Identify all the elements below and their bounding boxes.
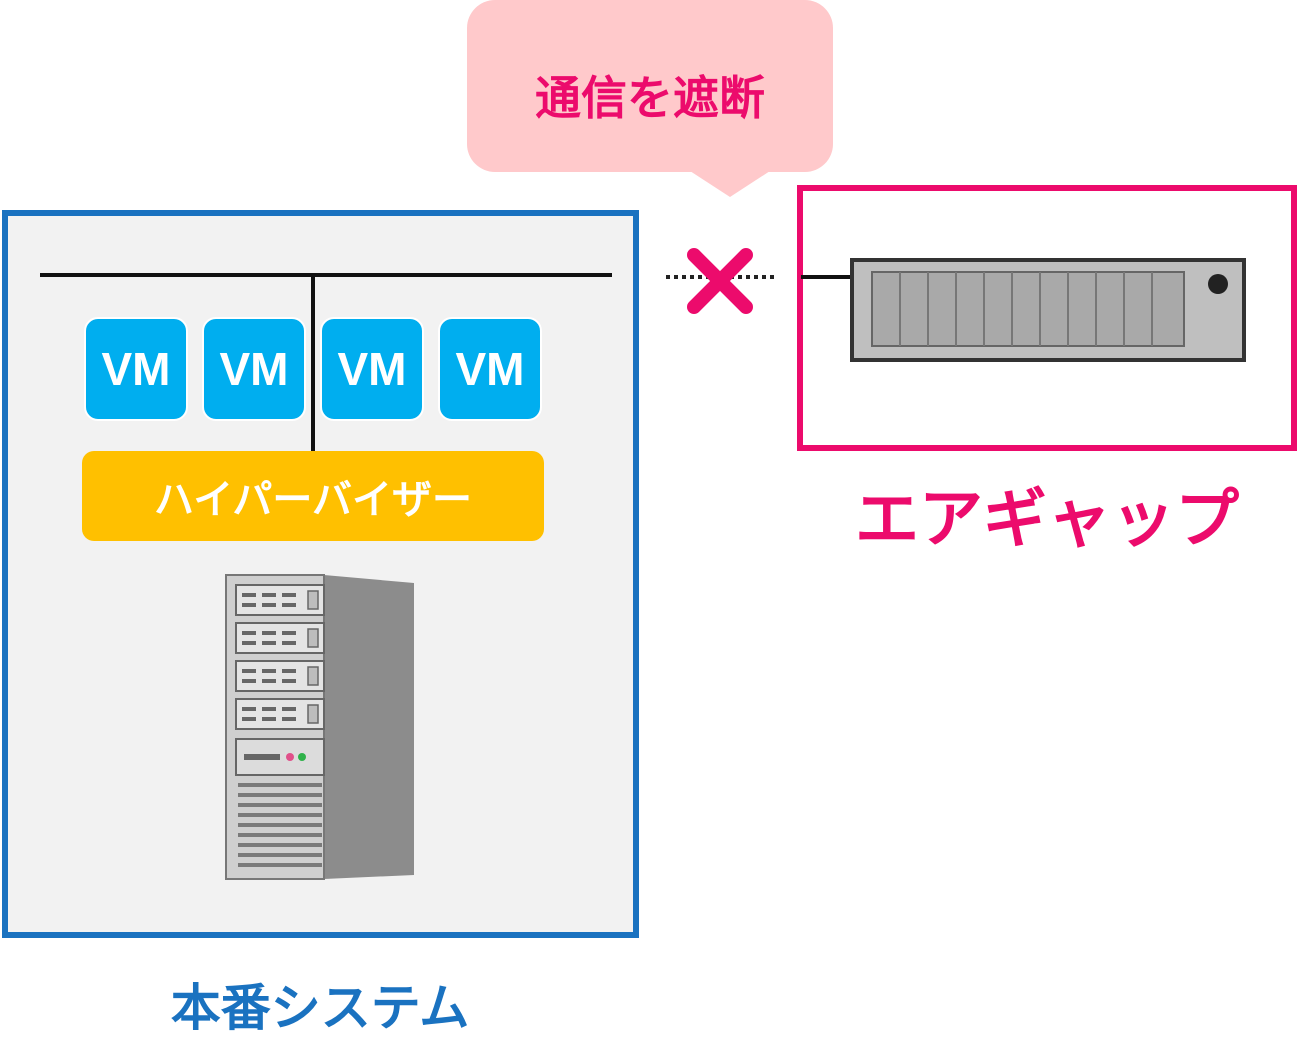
production-system-label: 本番システム [170, 979, 470, 1037]
hypervisor-box: ハイパーバイザー [82, 451, 544, 541]
callout-tail [690, 171, 770, 197]
airgap-label: エアギャップ [855, 483, 1239, 557]
vm-box: VM [438, 317, 542, 421]
airgap-link-line [801, 275, 853, 279]
callout-text: 通信を遮断 [535, 71, 765, 125]
rack-server-icon [850, 258, 1246, 362]
cross-icon [687, 248, 753, 314]
vm-box: VM [202, 317, 306, 421]
network-bus-line [40, 273, 612, 277]
network-drop-line [311, 273, 315, 451]
vm-box: VM [320, 317, 424, 421]
callout-bubble [467, 0, 833, 172]
tower-server-icon [225, 574, 414, 880]
vm-box: VM [84, 317, 188, 421]
